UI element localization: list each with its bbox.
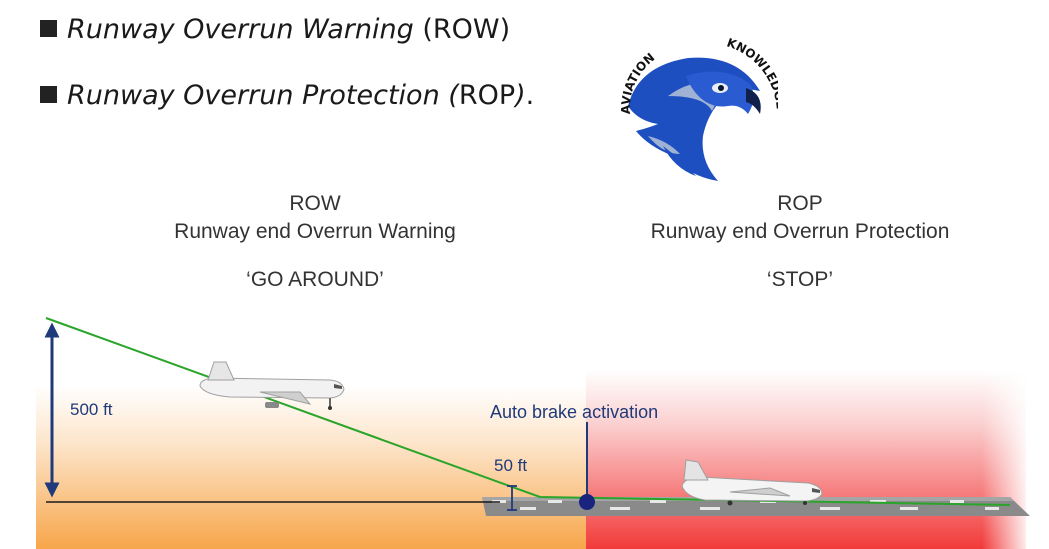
- aircraft-approach-icon: [199, 361, 345, 410]
- rop-abbr: ROP: [777, 192, 823, 215]
- aircraft-landing-icon: [681, 459, 823, 506]
- rop-full-name: Runway end Overrun Protection: [650, 220, 950, 243]
- bullet-rop-end: .: [525, 80, 535, 111]
- bullet-square-icon: [40, 86, 57, 103]
- bullet-row-italic: Runway Overrun Warning: [67, 14, 414, 45]
- rop-heading: ROP Runway end Overrun Protection: [625, 190, 975, 246]
- row-heading: ROW Runway end Overrun Warning: [160, 190, 470, 246]
- label-50-ft: 50 ft: [494, 456, 528, 475]
- row-zone: [36, 385, 586, 549]
- label-autobrake: Auto brake activation: [490, 402, 659, 422]
- row-callout: ‘GO AROUND’: [246, 268, 384, 291]
- bullet-rop-italic: Runway Overrun Protection (: [67, 80, 459, 111]
- bullet-row: Runway Overrun Warning (ROW): [40, 14, 510, 45]
- runway: [482, 497, 1030, 516]
- bullet-rop: Runway Overrun Protection (ROP).: [40, 80, 534, 111]
- bullet-row-plain: (ROW): [413, 14, 511, 45]
- row-full-name: Runway end Overrun Warning: [174, 220, 456, 243]
- bullet-square-icon: [40, 20, 57, 37]
- rop-callout: ‘STOP’: [766, 268, 834, 291]
- logo-eagle-icon: AVIATION KNOWLEDGE: [619, 36, 778, 181]
- approach-diagram: [36, 317, 1030, 549]
- bullet-rop-plain: ROP: [458, 80, 516, 111]
- label-500-ft: 500 ft: [70, 400, 113, 419]
- runway-markings: [492, 500, 999, 510]
- autobrake-point: [579, 494, 595, 510]
- height-50-marker: [507, 485, 517, 511]
- bullet-rop-italic-tail: ): [515, 80, 526, 111]
- row-abbr: ROW: [289, 192, 341, 215]
